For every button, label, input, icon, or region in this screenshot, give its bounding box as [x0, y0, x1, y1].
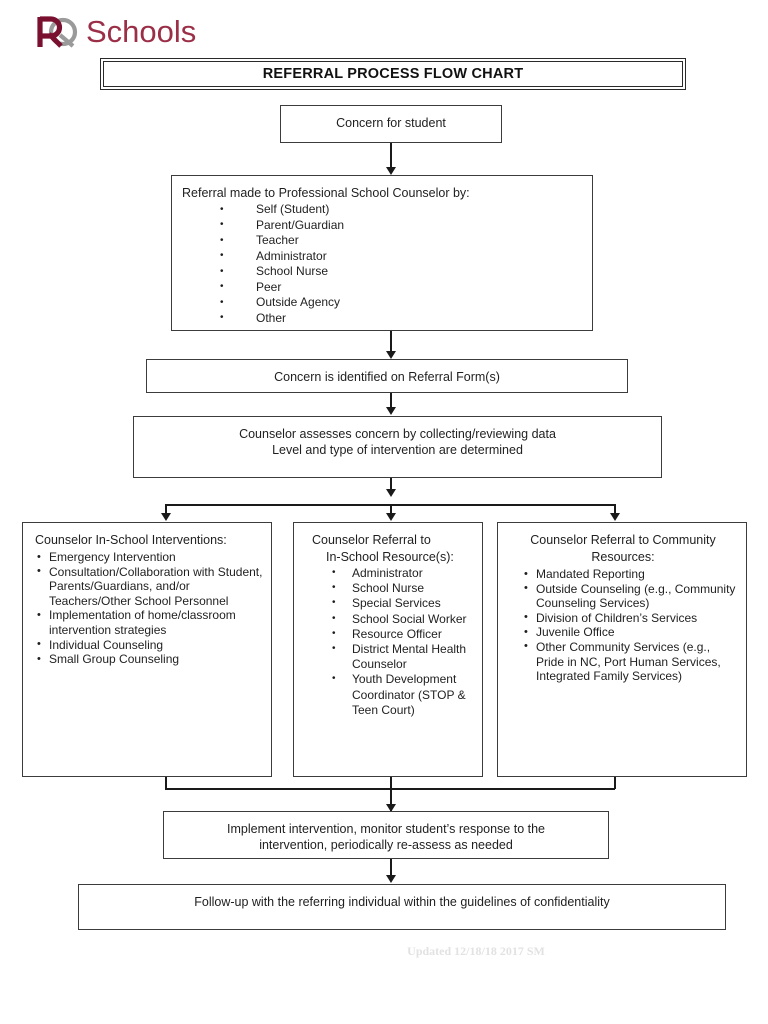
list-item: Administrator — [302, 565, 476, 581]
node-concern-identified-label: Concern is identified on Referral Form(s… — [274, 370, 500, 384]
list-item: Self (Student) — [182, 202, 582, 218]
node-in-school-resources: Counselor Referral to In-School Resource… — [293, 522, 483, 777]
list-item: Small Group Counseling — [35, 652, 263, 667]
arrowhead-implement-to-followup — [386, 875, 396, 883]
node-counselor-assesses-line2: Level and type of intervention are deter… — [272, 443, 523, 457]
chart-title-box: REFERRAL PROCESS FLOW CHART — [100, 58, 686, 90]
node-implement-intervention-line2: intervention, periodically re-assess as … — [259, 838, 513, 852]
arrowhead-split-right — [610, 513, 620, 521]
node-concern-identified: Concern is identified on Referral Form(s… — [146, 359, 628, 393]
list-item: Individual Counseling — [35, 637, 263, 653]
arrowhead-referral-to-identified — [386, 351, 396, 359]
list-item: Administrator — [182, 248, 582, 265]
brand-wordmark: Schools — [86, 14, 197, 49]
node-in-school-interventions: Counselor In-School Interventions: Emerg… — [22, 522, 272, 777]
node-counselor-assesses-line1: Counselor assesses concern by collecting… — [239, 427, 556, 441]
arrowhead-concern-to-referral — [386, 167, 396, 175]
list-item: Implementation of home/classroom interve… — [35, 608, 263, 637]
list-item: Parent/Guardian — [182, 217, 582, 234]
connector-referral-to-identified — [390, 331, 392, 353]
arrowhead-assess-stem — [386, 489, 396, 497]
node-implement-intervention-line1: Implement intervention, monitor student’… — [227, 822, 545, 836]
list-item: Division of Children’s Services — [522, 610, 738, 626]
arrowhead-identified-to-assess — [386, 407, 396, 415]
connector-identified-to-assess — [390, 393, 392, 409]
connector-split-middle-drop — [390, 504, 392, 518]
connector-split-left-drop — [165, 504, 167, 518]
connector-implement-to-followup — [390, 859, 392, 881]
list-item: Outside Counseling (e.g., Community Coun… — [522, 581, 738, 611]
list-item: Juvenile Office — [522, 625, 738, 640]
arrowhead-split-middle — [386, 513, 396, 521]
list-item: Outside Agency — [182, 295, 582, 311]
list-item: District Mental Health Counselor — [302, 641, 476, 672]
node-follow-up-label: Follow-up with the referring individual … — [194, 895, 610, 909]
node-in-school-resources-header-line1: Counselor Referral to — [312, 533, 431, 547]
node-counselor-assesses: Counselor assesses concern by collecting… — [133, 416, 662, 478]
referral-source-list: Self (Student) Parent/Guardian Teacher A… — [182, 202, 582, 326]
node-referral-made-by: Referral made to Professional School Cou… — [171, 175, 593, 331]
community-resources-list: Mandated Reporting Outside Counseling (e… — [508, 567, 738, 684]
list-item: School Nurse — [182, 264, 582, 280]
node-concern-for-student-label: Concern for student — [336, 116, 446, 130]
list-item: School Nurse — [302, 580, 476, 596]
node-concern-for-student: Concern for student — [280, 105, 502, 143]
node-in-school-interventions-header: Counselor In-School Interventions: — [35, 533, 227, 547]
page-title: REFERRAL PROCESS FLOW CHART — [103, 61, 683, 87]
pq-logo-icon — [36, 15, 82, 49]
brand-logo: Schools — [36, 12, 196, 52]
list-item: Resource Officer — [302, 626, 476, 642]
node-community-resources-header-line1: Counselor Referral to Community — [530, 533, 716, 547]
list-item: Consultation/Collaboration with Student,… — [35, 564, 263, 609]
list-item: Youth Development Coordinator (STOP & Te… — [302, 671, 476, 718]
arrowhead-split-left — [161, 513, 171, 521]
footer-updated-note: Updated 12/18/18 2017 SM — [0, 944, 768, 959]
arrowhead-merge-to-implement — [386, 804, 396, 812]
node-implement-intervention: Implement intervention, monitor student’… — [163, 811, 609, 859]
connector-merge-right-stem — [614, 777, 616, 789]
list-item: Peer — [182, 279, 582, 296]
node-in-school-resources-header-line2: In-School Resource(s): — [326, 550, 454, 564]
list-item: Other Community Services (e.g., Pride in… — [522, 639, 738, 684]
connector-assess-stem — [390, 478, 392, 493]
in-school-interventions-list: Emergency Intervention Consultation/Coll… — [35, 550, 263, 667]
node-community-resources-header-line2: Resources: — [591, 550, 655, 564]
list-item: Emergency Intervention — [35, 550, 263, 565]
list-item: Special Services — [302, 595, 476, 611]
footer-updated-text: Updated 12/18/18 2017 SM — [407, 944, 545, 958]
connector-merge-middle-drop — [390, 777, 392, 811]
node-community-resources: Counselor Referral to Community Resource… — [497, 522, 747, 777]
list-item: Other — [182, 310, 582, 327]
node-follow-up: Follow-up with the referring individual … — [78, 884, 726, 930]
in-school-resources-list: Administrator School Nurse Special Servi… — [302, 565, 476, 718]
list-item: Teacher — [182, 233, 582, 249]
connector-split-right-drop — [614, 504, 616, 518]
list-item: Mandated Reporting — [522, 567, 738, 582]
node-referral-made-by-header: Referral made to Professional School Cou… — [182, 186, 470, 200]
list-item: School Social Worker — [302, 611, 476, 627]
connector-concern-to-referral — [390, 143, 392, 169]
connector-merge-left-stem — [165, 777, 167, 789]
